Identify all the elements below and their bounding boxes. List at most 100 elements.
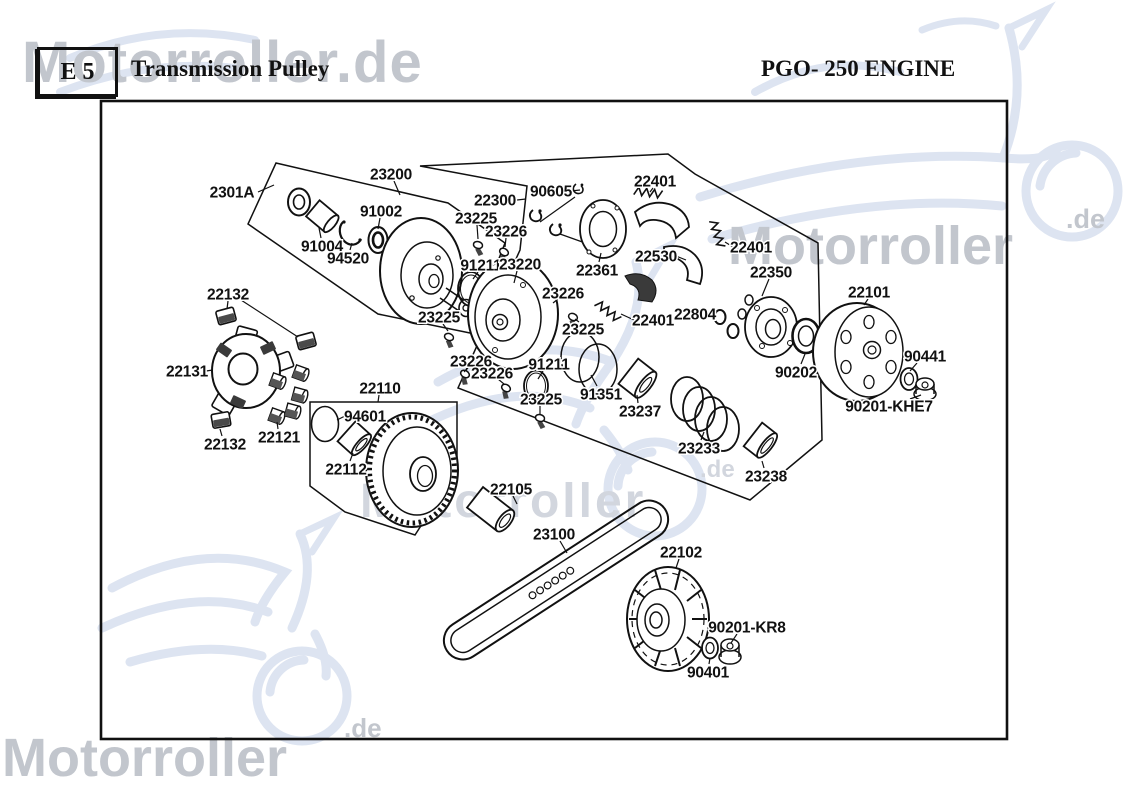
part-label-22401: 22401 <box>634 174 677 191</box>
leader-line <box>708 657 711 665</box>
leader-line <box>590 374 598 387</box>
spring-guide <box>617 357 658 399</box>
spring-seat-rings <box>560 331 618 395</box>
leader-line <box>377 394 380 403</box>
leader-line <box>513 270 518 284</box>
part-label-23200: 23200 <box>370 167 412 184</box>
part-label-23225: 23225 <box>520 392 563 409</box>
part-label-91351: 91351 <box>580 387 623 404</box>
leader-line <box>675 558 680 569</box>
clutch-spring-large <box>670 376 740 452</box>
leader-line <box>336 415 346 421</box>
roller-22105 <box>465 485 516 533</box>
part-label-91211: 91211 <box>528 357 570 374</box>
part-label-22131: 22131 <box>166 364 209 381</box>
leader-line <box>574 318 580 323</box>
part-label-22300: 22300 <box>474 193 516 210</box>
leader-line <box>730 633 738 644</box>
leader-line <box>516 198 527 201</box>
leader-line <box>349 452 354 462</box>
clutch-shoe-lower <box>663 245 704 286</box>
leader-line <box>497 378 505 385</box>
part-labels: 2301A23200910029100494520223002322523226… <box>164 165 948 683</box>
part-label-22401: 22401 <box>730 240 773 257</box>
part-label-23233: 23233 <box>678 441 721 458</box>
leader-line <box>240 299 299 338</box>
part-label-22121: 22121 <box>258 430 301 447</box>
part-label-23226: 23226 <box>485 224 528 241</box>
leader-line <box>761 460 765 469</box>
weight-rollers <box>267 364 312 426</box>
watermark-scooter-logo-top-right <box>695 1 1123 244</box>
driven-pulley-face <box>365 412 459 528</box>
part-label-90605: 90605 <box>530 184 573 201</box>
part-label-22361: 22361 <box>576 263 619 280</box>
page-title: Transmission Pulley <box>131 56 330 81</box>
flange-nut-kr8 <box>718 638 742 665</box>
part-label-94520: 94520 <box>327 251 369 268</box>
part-label-23226: 23226 <box>542 286 585 303</box>
washer-90441 <box>899 367 919 391</box>
flange-nut-khe7 <box>913 377 937 402</box>
leader-line <box>598 252 602 263</box>
leader-line <box>649 187 654 193</box>
part-label-23225: 23225 <box>418 310 461 327</box>
ramp-plate <box>211 325 295 416</box>
fan-pulley <box>626 566 710 672</box>
leader-line <box>393 180 401 196</box>
leader-line <box>620 313 635 321</box>
part-label-94601: 94601 <box>344 409 387 426</box>
leader-line <box>219 428 223 437</box>
part-label-22105: 22105 <box>490 482 533 499</box>
part-label-90202: 90202 <box>775 365 817 382</box>
part-label-23220: 23220 <box>499 257 541 274</box>
section-code: E 5 <box>60 58 95 85</box>
clutch-lever-dark <box>624 273 657 303</box>
leader-line <box>205 369 214 372</box>
watermark-scooter-logo-middle <box>419 236 707 541</box>
part-label-22112: 22112 <box>325 462 366 479</box>
part-label-22102: 22102 <box>660 545 702 562</box>
part-label-90201-KR8: 90201-KR8 <box>708 620 786 637</box>
fixed-drive-face <box>467 258 559 370</box>
leader-line <box>800 353 806 365</box>
leader-line <box>537 370 544 380</box>
watermark-text-top: Motorroller.de <box>22 30 423 95</box>
leader-line <box>552 298 559 304</box>
part-label-22101: 22101 <box>848 285 891 302</box>
leader-line <box>909 394 922 400</box>
part-label-23226: 23226 <box>450 354 493 371</box>
panel-driven-pulley-box <box>309 401 458 536</box>
leader-line <box>442 323 449 332</box>
leader-line <box>377 217 381 230</box>
part-label-90201-KHE7: 90201-KHE7 <box>845 399 933 416</box>
leader-line <box>724 241 734 248</box>
leader-line <box>226 300 229 310</box>
drive-belt <box>442 499 670 661</box>
watermark-scooter-logo-bottom-left <box>97 509 352 746</box>
drive-face-pulley <box>379 217 474 325</box>
part-label-91211: 91211 <box>460 258 502 275</box>
leader-line <box>675 255 687 261</box>
leader-lines <box>205 180 922 665</box>
part-label-22110: 22110 <box>359 381 400 398</box>
watermark-text-right: Motorroller <box>728 216 1013 276</box>
part-label-2301A: 2301A <box>210 185 255 202</box>
leader-line <box>909 362 918 372</box>
part-label-23225: 23225 <box>562 322 605 339</box>
section-code-box: E 5 <box>37 47 118 97</box>
washer-90401 <box>701 636 719 660</box>
leader-line <box>349 242 353 251</box>
gasket-plate <box>579 199 627 259</box>
clutch-shoe-upper <box>633 201 690 240</box>
leader-line <box>276 421 279 430</box>
watermark-tld-middle: .de <box>700 456 735 483</box>
part-label-91004: 91004 <box>301 239 344 256</box>
spacer-collar <box>304 198 340 234</box>
slider-blocks <box>210 306 317 429</box>
part-label-22350: 22350 <box>750 265 792 282</box>
clutch-hub-plate <box>744 296 798 358</box>
leader-line <box>559 540 568 554</box>
diagram-border <box>99 99 1009 741</box>
panel-clutch-group <box>419 153 823 501</box>
